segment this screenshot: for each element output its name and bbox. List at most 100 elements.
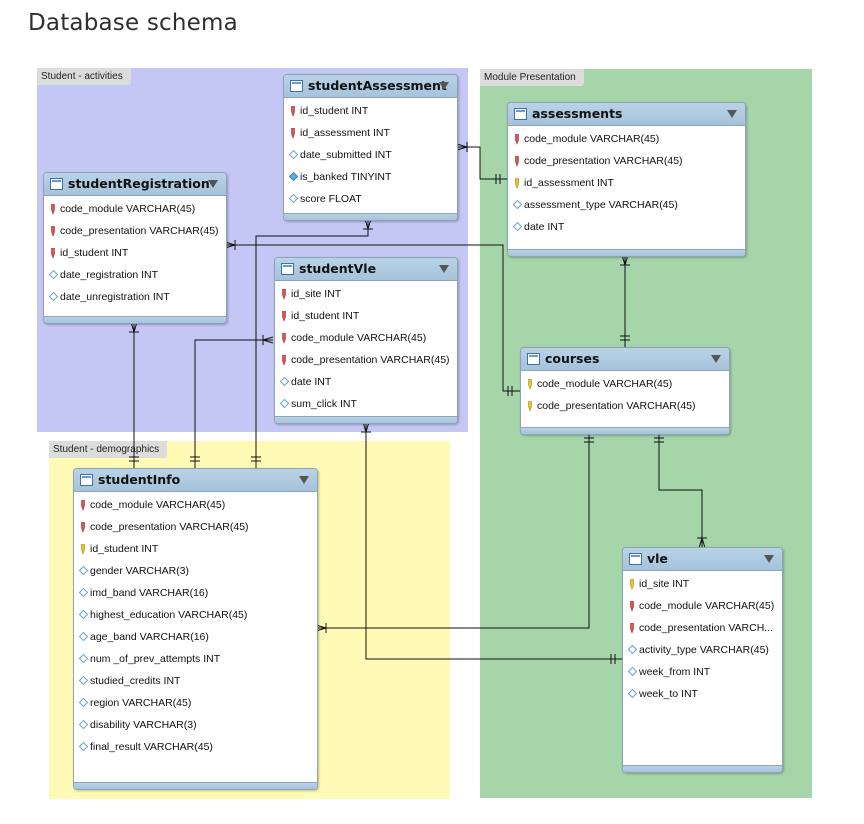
column-icon (79, 604, 88, 626)
column-label: date INT (291, 376, 332, 388)
column-row[interactable]: code_module VARCHAR(45) (508, 128, 745, 150)
column-row[interactable]: week_to INT (623, 683, 782, 705)
table-name: assessments (532, 106, 623, 121)
column-row[interactable]: score FLOAT (284, 188, 457, 210)
column-row[interactable]: is_banked TINYINT (284, 166, 457, 188)
collapse-arrow-icon[interactable] (764, 555, 774, 563)
column-row[interactable]: id_site INT (623, 573, 782, 595)
column-icon (513, 194, 522, 216)
column-label: age_band VARCHAR(16) (90, 631, 209, 643)
column-row[interactable]: date_unregistration INT (44, 286, 226, 308)
column-row[interactable]: code_presentation VARCH... (623, 617, 782, 639)
pk-icon (280, 327, 289, 349)
column-label: code_module VARCHAR(45) (60, 203, 196, 215)
column-label: code_presentation VARCHAR(45) (291, 354, 450, 366)
column-row[interactable]: disability VARCHAR(3) (74, 714, 317, 736)
column-row[interactable]: highest_education VARCHAR(45) (74, 604, 317, 626)
column-row[interactable]: date INT (275, 371, 457, 393)
pk-icon (79, 494, 88, 516)
column-row[interactable]: final_result VARCHAR(45) (74, 736, 317, 758)
column-row[interactable]: imd_band VARCHAR(16) (74, 582, 317, 604)
column-row[interactable]: id_student INT (275, 305, 457, 327)
column-filled-icon (289, 166, 298, 188)
pk-icon (628, 617, 637, 639)
table-courses[interactable]: courses code_module VARCHAR(45)code_prese… (520, 347, 730, 435)
table-studentAssessment[interactable]: studentAssessment id_student INT id_assess… (283, 74, 458, 221)
table-header[interactable]: vle (623, 548, 782, 571)
column-row[interactable]: sum_click INT (275, 393, 457, 415)
table-assessments[interactable]: assessments code_module VARCHAR(45)code_p… (507, 102, 746, 257)
collapse-arrow-icon[interactable] (208, 180, 218, 188)
column-label: region VARCHAR(45) (90, 697, 192, 709)
key-icon (513, 172, 522, 194)
column-row[interactable]: num _of_prev_attempts INT (74, 648, 317, 670)
column-icon (79, 714, 88, 736)
column-row[interactable]: assessment_type VARCHAR(45) (508, 194, 745, 216)
table-header[interactable]: studentInfo (74, 469, 317, 492)
key-icon (526, 373, 535, 395)
collapse-arrow-icon[interactable] (439, 82, 449, 90)
collapse-arrow-icon[interactable] (439, 265, 449, 273)
column-row[interactable]: id_site INT (275, 283, 457, 305)
column-label: id_student INT (300, 105, 369, 117)
column-label: is_banked TINYINT (300, 171, 392, 183)
column-row[interactable]: id_assessment INT (508, 172, 745, 194)
column-row[interactable]: date_submitted INT (284, 144, 457, 166)
column-row[interactable]: code_module VARCHAR(45) (74, 494, 317, 516)
table-footer (521, 427, 729, 434)
table-header[interactable]: studentRegistration (44, 173, 226, 196)
crowfoot-mark (224, 240, 237, 250)
column-row[interactable]: code_module VARCHAR(45) (275, 327, 457, 349)
column-row[interactable]: code_module VARCHAR(45) (44, 198, 226, 220)
column-row[interactable]: age_band VARCHAR(16) (74, 626, 317, 648)
column-label: code_module VARCHAR(45) (291, 332, 427, 344)
collapse-arrow-icon[interactable] (299, 476, 309, 484)
column-row[interactable]: id_student INT (44, 242, 226, 264)
key-icon (628, 573, 637, 595)
column-row[interactable]: id_student INT (284, 100, 457, 122)
column-label: id_student INT (90, 543, 159, 555)
table-header[interactable]: studentVle (275, 258, 457, 281)
column-row[interactable]: code_presentation VARCHAR(45) (44, 220, 226, 242)
column-row[interactable]: studied_credits INT (74, 670, 317, 692)
collapse-arrow-icon[interactable] (727, 110, 737, 118)
table-footer (275, 416, 457, 423)
column-row[interactable]: code_module VARCHAR(45) (521, 373, 729, 395)
column-row[interactable]: code_presentation VARCHAR(45) (521, 395, 729, 417)
column-icon (79, 670, 88, 692)
column-label: date_registration INT (60, 269, 159, 281)
table-studentRegistration[interactable]: studentRegistration code_module VARCHAR(4… (43, 172, 227, 324)
table-icon (629, 553, 642, 565)
column-row[interactable]: id_assessment INT (284, 122, 457, 144)
column-row[interactable]: gender VARCHAR(3) (74, 560, 317, 582)
column-row[interactable]: region VARCHAR(45) (74, 692, 317, 714)
one-mark (584, 437, 594, 443)
column-row[interactable]: week_from INT (623, 661, 782, 683)
column-label: id_assessment INT (524, 177, 614, 189)
column-icon (280, 371, 289, 393)
column-row[interactable]: date_registration INT (44, 264, 226, 286)
column-icon (628, 639, 637, 661)
column-row[interactable]: code_presentation VARCHAR(45) (74, 516, 317, 538)
table-studentInfo[interactable]: studentInfo code_module VARCHAR(45)code_p… (73, 468, 318, 790)
column-label: final_result VARCHAR(45) (90, 741, 213, 753)
table-icon (80, 474, 93, 486)
crowfoot-mark (129, 321, 139, 334)
table-header[interactable]: assessments (508, 103, 745, 126)
column-row[interactable]: activity_type VARCHAR(45) (623, 639, 782, 661)
table-name: studentInfo (98, 472, 181, 487)
table-header[interactable]: studentAssessment (284, 75, 457, 98)
table-header[interactable]: courses (521, 348, 729, 371)
table-name: courses (545, 351, 600, 366)
column-row[interactable]: id_student INT (74, 538, 317, 560)
table-name: studentRegistration (68, 176, 210, 191)
pk-icon (513, 128, 522, 150)
column-icon (289, 144, 298, 166)
column-row[interactable]: code_presentation VARCHAR(45) (508, 150, 745, 172)
collapse-arrow-icon[interactable] (711, 355, 721, 363)
column-row[interactable]: code_module VARCHAR(45) (623, 595, 782, 617)
column-row[interactable]: code_presentation VARCHAR(45) (275, 349, 457, 371)
column-row[interactable]: date INT (508, 216, 745, 238)
